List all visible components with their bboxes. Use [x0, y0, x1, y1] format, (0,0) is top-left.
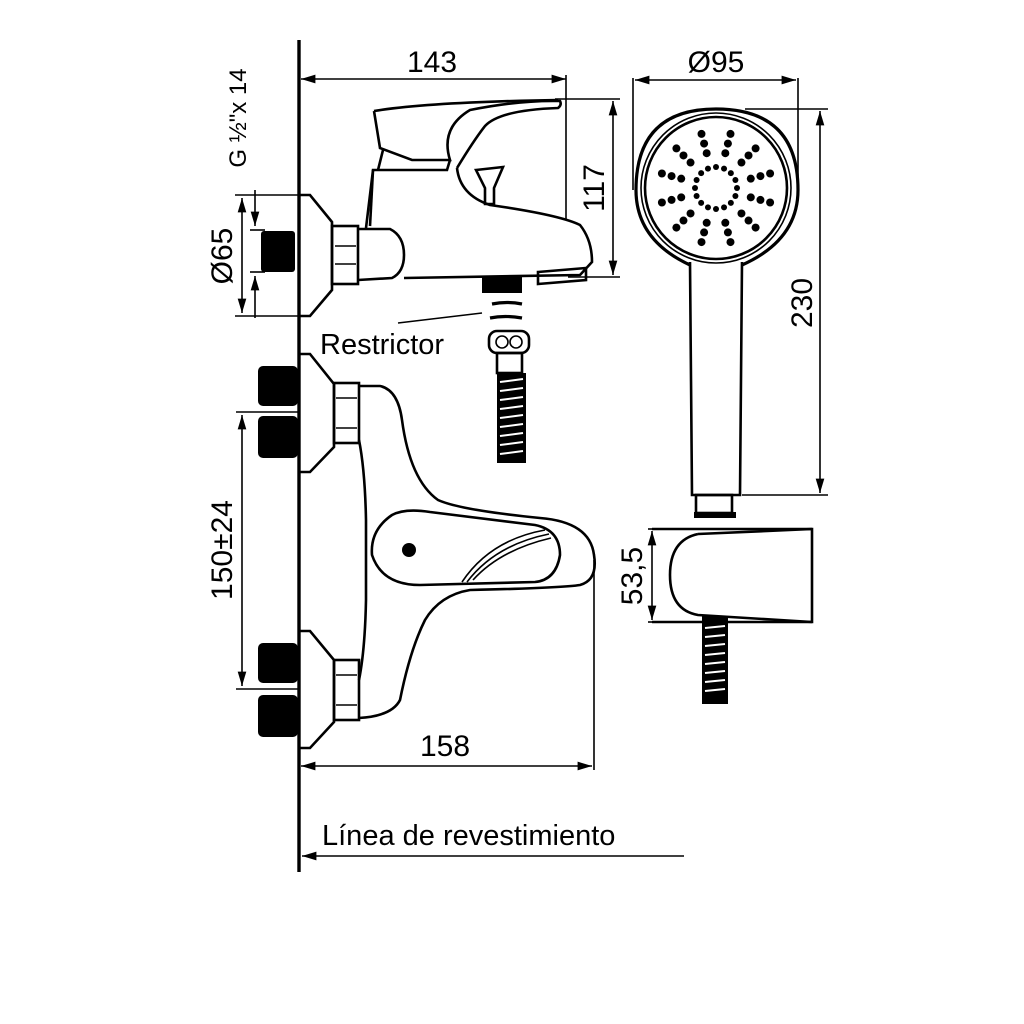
nozzle-dot — [686, 158, 695, 167]
dim-showerhead-diameter: Ø95 — [688, 46, 745, 79]
nozzle-dot — [751, 144, 760, 153]
nozzle-dot — [698, 170, 705, 177]
nozzle-dot — [697, 129, 706, 138]
nozzle-dot — [744, 216, 753, 225]
nozzle-dot — [726, 129, 735, 138]
upper-inlet-top — [258, 366, 298, 406]
dim-spout-height: 117 — [578, 164, 611, 212]
inlet-thread — [261, 231, 295, 272]
nozzle-dot — [723, 139, 732, 148]
nozzle-dot — [727, 199, 734, 206]
nozzle-dot — [679, 151, 688, 160]
nozzle-dot — [677, 193, 686, 202]
nozzle-dot — [679, 216, 688, 225]
nozzle-dot — [737, 158, 746, 167]
nozzle-dot — [746, 193, 755, 202]
mixer-front-view: 150±24 158 — [206, 352, 596, 771]
nozzle-dot — [756, 172, 765, 181]
dim-inlet-spacing: 150±24 — [206, 500, 239, 600]
nozzle-dot — [693, 193, 700, 200]
lower-inlet-top — [258, 643, 298, 683]
restrictor-label: Restrictor — [320, 329, 444, 361]
nozzle-dot — [702, 218, 711, 227]
nozzle-dot — [702, 149, 711, 158]
nozzle-dot — [657, 198, 666, 207]
lower-inlet-bottom — [258, 695, 298, 737]
nozzle-dot — [704, 204, 711, 211]
nozzle-dot — [766, 169, 775, 178]
dim-holder-height: 53,5 — [616, 547, 649, 605]
nozzle-dot — [721, 204, 728, 211]
nozzle-dot — [672, 223, 681, 232]
nozzle-dot — [700, 228, 709, 237]
nozzle-dot — [713, 206, 719, 212]
nozzle-dot — [746, 174, 755, 183]
nozzle-dot — [734, 185, 740, 191]
nozzle-dot — [704, 165, 711, 172]
dim-flange-diameter: Ø65 — [206, 228, 239, 285]
dim-handshower-length: 230 — [786, 278, 819, 328]
nozzle-dot — [693, 176, 700, 183]
nozzle-dot — [677, 174, 686, 183]
nozzle-dot — [766, 198, 775, 207]
shower-nozzles — [657, 129, 775, 247]
nozzle-dot — [692, 185, 698, 191]
hand-shower: Ø95 230 53,5 — [616, 46, 828, 704]
nozzle-dot — [667, 195, 676, 204]
nozzle-dot — [721, 218, 730, 227]
nozzle-dot — [697, 238, 706, 247]
nozzle-dot — [723, 228, 732, 237]
nozzle-dot — [726, 238, 735, 247]
upper-inlet-bottom — [258, 416, 298, 458]
nozzle-dot — [744, 151, 753, 160]
hose-stripes-upper — [499, 378, 524, 455]
nozzle-dot — [721, 149, 730, 158]
nozzle-dot — [756, 195, 765, 204]
dim-body-projection: 158 — [420, 730, 470, 763]
nozzle-dot — [721, 165, 728, 172]
logo-mark — [402, 543, 416, 557]
nozzle-dot — [732, 176, 739, 183]
nozzle-dot — [657, 169, 666, 178]
spout-elevation: 143 117 G ½"x 14 Ø65 — [206, 46, 620, 320]
nozzle-dot — [751, 223, 760, 232]
dim-thread: G ½"x 14 — [225, 68, 252, 167]
dim-spout-projection: 143 — [407, 46, 457, 79]
wall-line-label: Línea de revestimiento — [322, 820, 615, 852]
nozzle-dot — [727, 170, 734, 177]
nozzle-dot — [667, 172, 676, 181]
nozzle-dot — [686, 209, 695, 218]
nozzle-dot — [672, 144, 681, 153]
hose-stripes-lower — [704, 625, 726, 692]
nozzle-dot — [698, 199, 705, 206]
nozzle-dot — [732, 193, 739, 200]
nozzle-dot — [713, 164, 719, 170]
nozzle-dot — [737, 209, 746, 218]
nozzle-dot — [700, 139, 709, 148]
